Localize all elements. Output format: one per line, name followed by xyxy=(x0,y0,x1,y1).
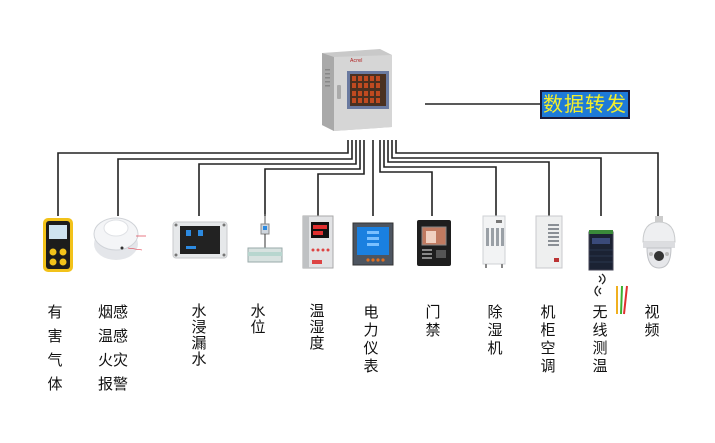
label-humidity: 温 湿 度 xyxy=(309,302,325,352)
wire-dehumid xyxy=(383,140,497,216)
label-level: 水 位 xyxy=(250,302,266,336)
label-gas: 有 害 气 体 xyxy=(47,303,63,393)
label-video: 视 频 xyxy=(644,303,660,339)
wire-cabinet-ac xyxy=(387,140,550,216)
gas-detector-icon xyxy=(43,218,73,272)
water-leak-sensor-icon xyxy=(172,221,228,259)
wire-smoke xyxy=(117,140,353,216)
access-control-icon xyxy=(417,220,451,266)
label-access: 门 禁 xyxy=(425,303,441,339)
wire-access xyxy=(379,140,433,216)
wire-humidity xyxy=(317,140,365,216)
water-level-sensor-icon xyxy=(247,214,283,263)
smoke-detector-icon xyxy=(93,217,146,260)
label-meter: 电 力 仪 表 xyxy=(363,303,379,375)
dome-camera-icon xyxy=(642,216,676,269)
wire-leak xyxy=(198,140,357,216)
host-cabinet: Acrel xyxy=(322,49,392,131)
wire-wireless-temp xyxy=(391,140,602,216)
label-wireless-temp: 无 线 测 温 xyxy=(592,303,608,375)
wire-gas xyxy=(57,140,349,216)
label-smoke: 烟感 温感 火灾 报警 xyxy=(98,303,129,393)
label-dehumid: 除 湿 机 xyxy=(487,303,503,357)
power-meter-icon xyxy=(352,222,394,266)
wire-level xyxy=(264,140,361,216)
wire-video xyxy=(395,140,659,216)
data-forward-label: 数据转发 xyxy=(540,90,630,119)
wireless-temp-sensor-icon xyxy=(588,230,628,315)
label-cabinet-ac: 机 柜 空 调 xyxy=(540,303,556,375)
label-leak: 水 浸 漏 水 xyxy=(191,302,207,368)
dehumidifier-icon xyxy=(482,215,506,268)
temp-humidity-controller-icon xyxy=(302,215,334,269)
cabinet-air-conditioner-icon xyxy=(535,215,563,269)
cabinet-brand-logo: Acrel xyxy=(350,58,363,64)
